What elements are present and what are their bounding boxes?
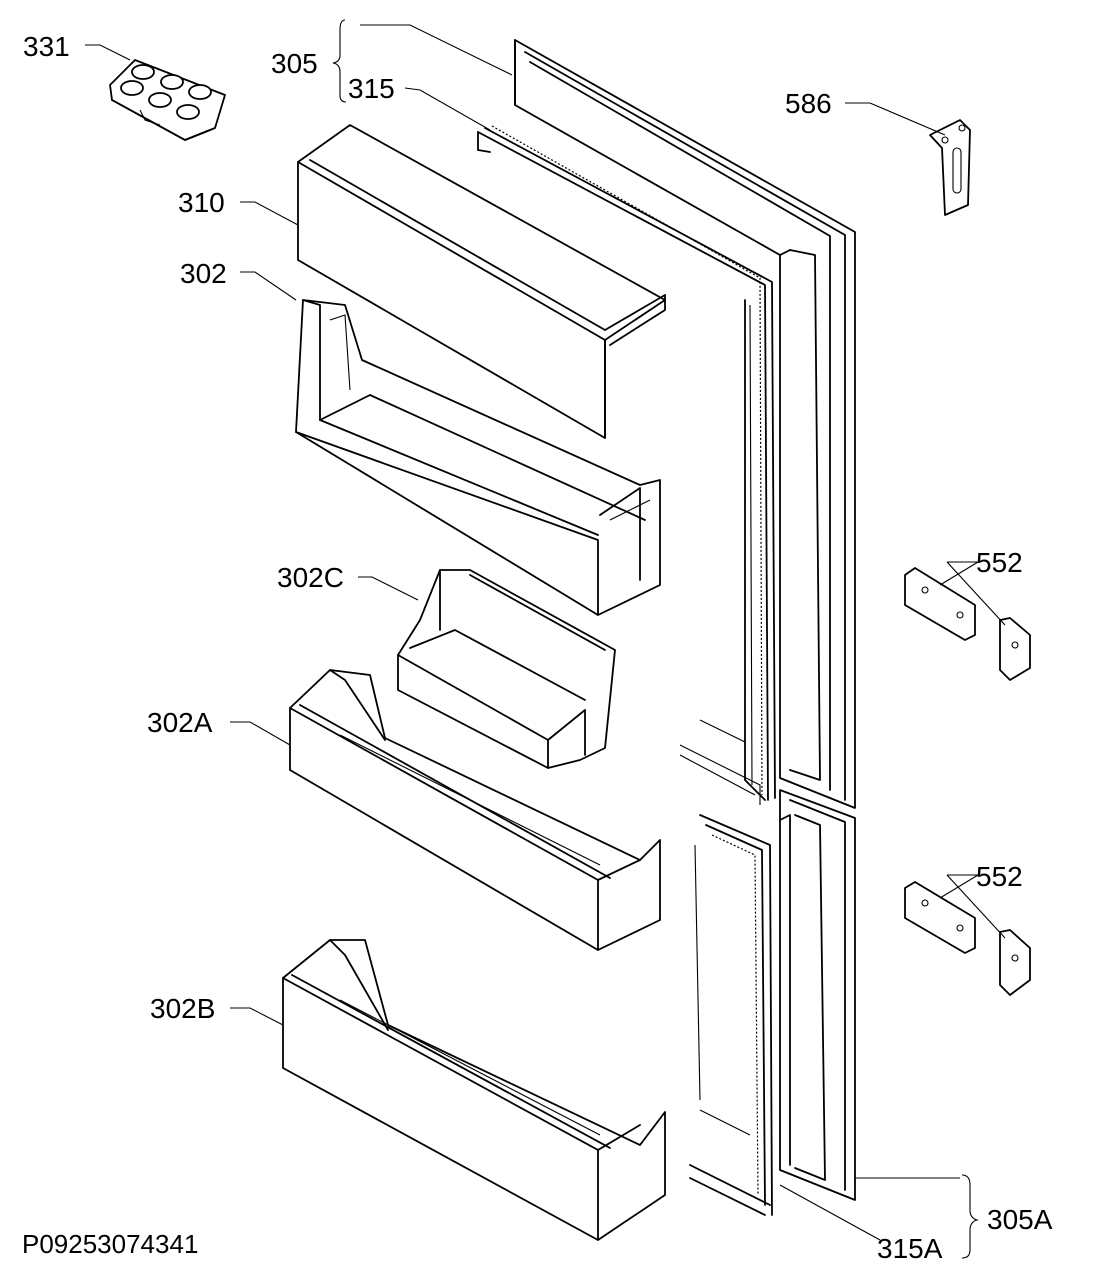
leader-lines (85, 19, 1006, 1259)
door-shelf-302b (282, 939, 666, 1241)
callout-302a: 302A (147, 707, 213, 738)
callout-315a: 315A (877, 1233, 943, 1264)
hinge-parts-552-upper (904, 567, 1031, 681)
callout-305a: 305A (987, 1204, 1053, 1235)
callout-310: 310 (178, 187, 225, 218)
drawing-code: P09253074341 (22, 1229, 198, 1259)
upper-gasket-315 (477, 125, 776, 805)
hinge-parts-552-lower (904, 881, 1031, 996)
door-shelf-302 (295, 299, 661, 616)
callout-552-upper: 552 (976, 547, 1023, 578)
lower-door-305a (779, 789, 856, 1201)
callout-331: 331 (23, 31, 70, 62)
callout-302: 302 (180, 258, 227, 289)
dairy-cover-310 (297, 124, 666, 439)
callout-305: 305 (271, 48, 318, 79)
callout-302b: 302B (150, 993, 215, 1024)
door-shelf-302c (397, 569, 616, 769)
door-shelf-302a (289, 669, 661, 951)
hinge-bracket-586 (929, 119, 971, 216)
callout-315: 315 (348, 73, 395, 104)
callout-302c: 302C (277, 562, 344, 593)
egg-tray-331 (109, 59, 226, 141)
lower-gasket-315a (689, 814, 773, 1216)
callout-586: 586 (785, 88, 832, 119)
upper-door-305 (514, 39, 856, 809)
callout-552-lower: 552 (976, 861, 1023, 892)
